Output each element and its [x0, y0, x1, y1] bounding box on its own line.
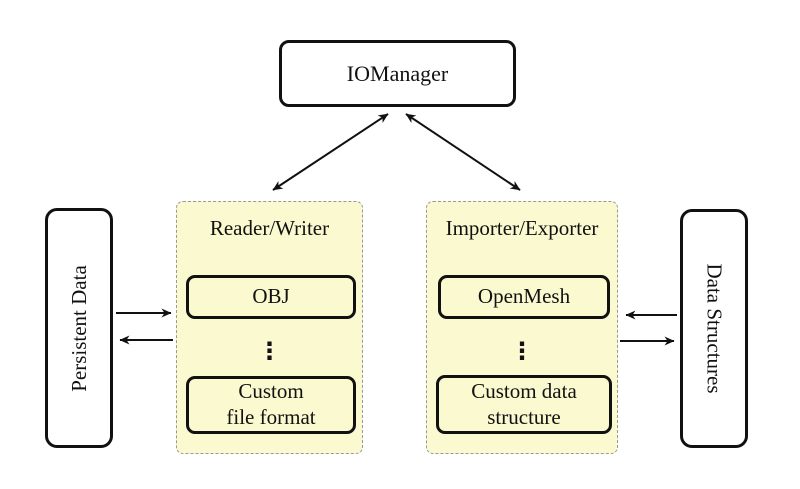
custom-file-format-line2: file format	[226, 405, 316, 429]
persistent-data-node: Persistent Data	[45, 208, 113, 448]
custom-file-format-line1: Custom	[238, 379, 304, 404]
openmesh-label: OpenMesh	[477, 284, 571, 309]
reader-writer-group: Reader/Writer OBJ ⋮ Custom file format	[176, 201, 363, 454]
obj-label: OBJ	[252, 284, 290, 309]
iomanager-node: IOManager	[279, 40, 516, 107]
persistent-data-label: Persistent Data	[66, 264, 91, 392]
vertical-ellipsis-icon: ⋮	[510, 337, 534, 365]
openmesh-node: OpenMesh	[438, 275, 610, 319]
custom-data-structure-line2: structure	[487, 404, 561, 429]
arrow-iomanager-importer-exporter	[405, 113, 521, 191]
arrow-iomanager-reader-writer	[272, 113, 389, 191]
reader-writer-title: Reader/Writer	[209, 216, 330, 240]
importer-exporter-title: Importer/Exporter	[445, 216, 599, 240]
custom-data-structure-node: Custom data structure	[436, 375, 612, 434]
iomanager-label: IOManager	[346, 60, 449, 86]
obj-node: OBJ	[186, 275, 356, 319]
data-structures-label: Data Structures	[702, 263, 727, 394]
data-structures-node: Data Structures	[680, 209, 748, 448]
custom-data-structure-line1: Custom data	[471, 378, 577, 403]
importer-exporter-group: Importer/Exporter OpenMesh ⋮ Custom data…	[426, 201, 618, 454]
vertical-ellipsis-icon: ⋮	[257, 337, 282, 365]
custom-file-format-node: Custom file format	[186, 376, 356, 434]
